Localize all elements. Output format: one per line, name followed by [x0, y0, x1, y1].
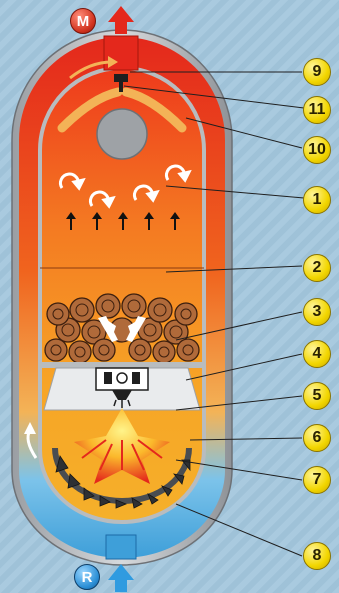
top-valve: [114, 74, 128, 82]
inlet-port-label: R: [82, 569, 93, 586]
callout-11: 11: [303, 96, 331, 124]
callout-label: 9: [313, 63, 322, 81]
outlet-port-badge: M: [70, 8, 96, 34]
callout-4: 4: [303, 340, 331, 368]
callout-label: 2: [313, 259, 322, 277]
callout-label: 1: [313, 191, 322, 209]
callout-9: 9: [303, 58, 331, 86]
callout-label: 10: [308, 141, 326, 159]
callout-7: 7: [303, 466, 331, 494]
callout-5: 5: [303, 382, 331, 410]
callout-label: 3: [313, 303, 322, 321]
inspection-disc: [97, 109, 147, 159]
callout-label: 5: [313, 387, 322, 405]
callout-label: 4: [313, 345, 322, 363]
callout-label: 11: [309, 101, 326, 119]
inlet-pipe: [106, 535, 136, 559]
callout-label: 7: [313, 471, 322, 489]
outlet-port-label: M: [77, 13, 90, 30]
callout-3: 3: [303, 298, 331, 326]
callout-label: 8: [313, 547, 322, 565]
grate-plate: [40, 362, 204, 368]
callout-6: 6: [303, 424, 331, 452]
callout-label: 6: [313, 429, 322, 447]
inlet-arrow-up: [108, 564, 134, 592]
callout-1: 1: [303, 186, 331, 214]
callout-8: 8: [303, 542, 331, 570]
inlet-port-badge: R: [74, 564, 100, 590]
callout-10: 10: [303, 136, 331, 164]
callout-2: 2: [303, 254, 331, 282]
